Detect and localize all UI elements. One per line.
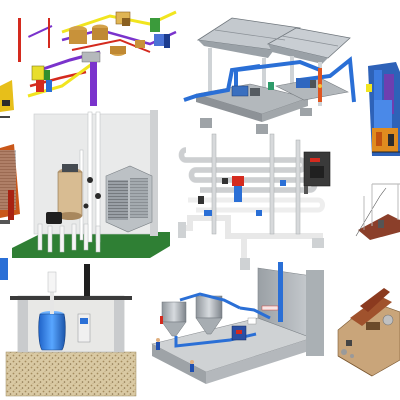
pavilion-pump-station-model	[183, 17, 356, 134]
pipe-manifold-control-panel-model	[178, 133, 331, 270]
wooden-machine-model	[337, 288, 400, 377]
stair-platform-model	[353, 183, 400, 240]
pipeline-network-model	[0, 10, 177, 118]
water-treatment-room-model	[151, 262, 324, 384]
pool-filter-unit-model	[12, 110, 170, 258]
heat-exchanger-model	[0, 144, 20, 280]
tank-machinery-model	[366, 62, 400, 156]
water-tank-pit-model	[5, 264, 137, 397]
